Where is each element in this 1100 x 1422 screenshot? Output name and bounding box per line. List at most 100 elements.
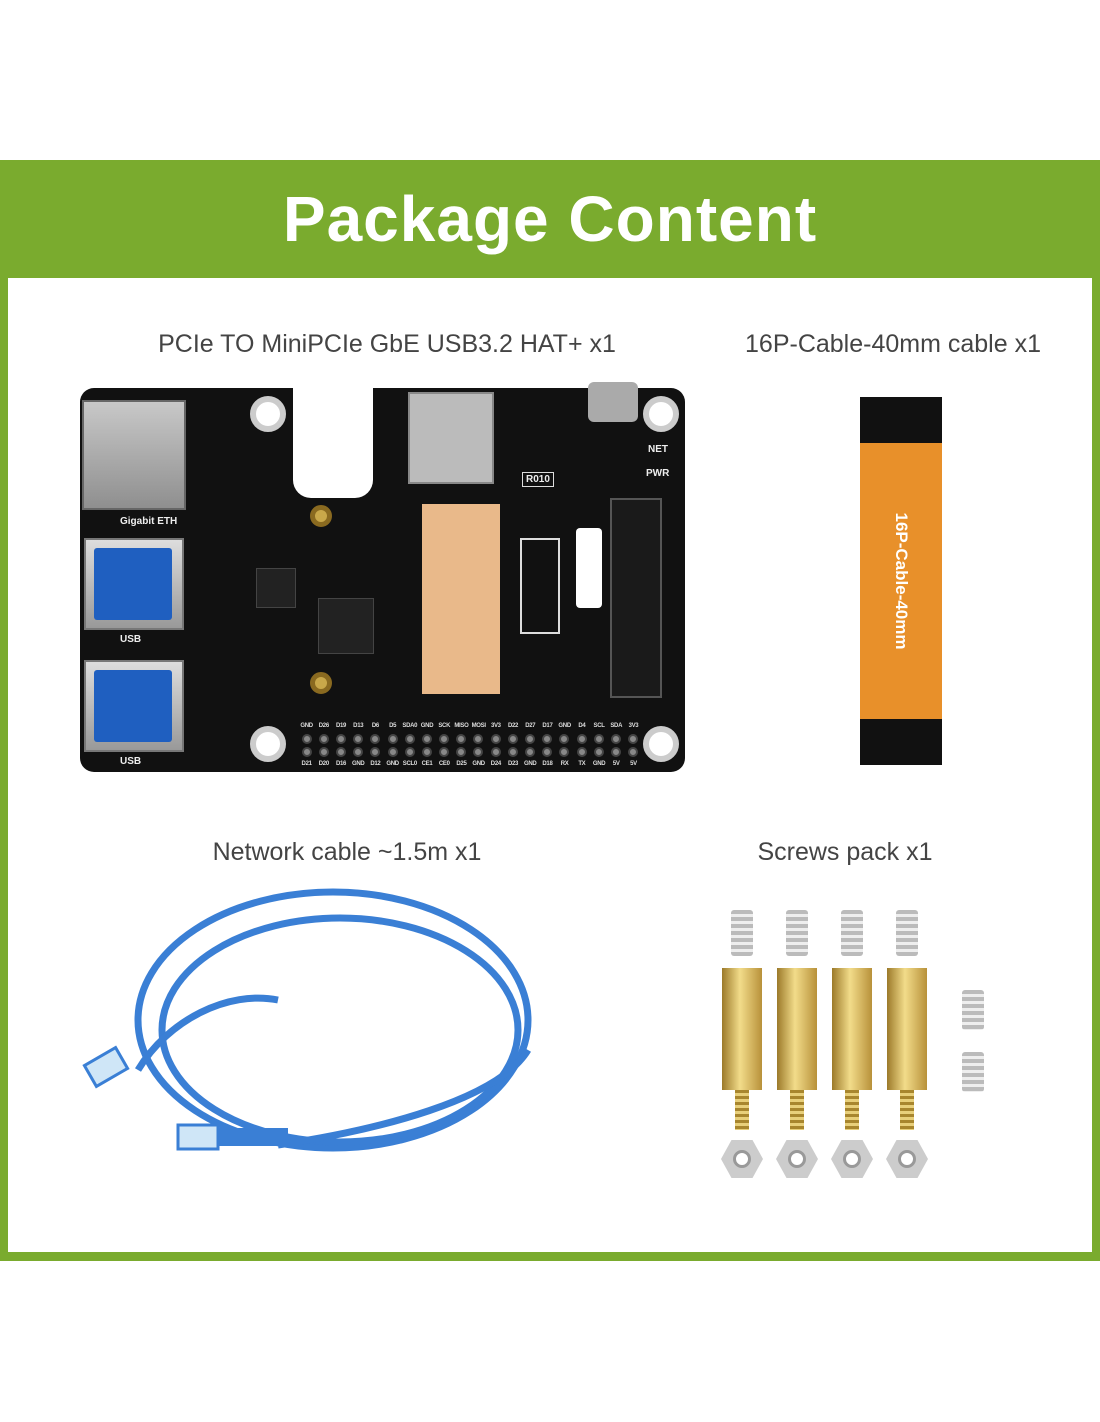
sim-slot <box>408 392 494 484</box>
pin-label: RX <box>560 761 569 767</box>
gpio-pin <box>507 747 518 757</box>
pin-label: GND <box>558 723 571 729</box>
pin-label: D6 <box>371 723 379 729</box>
gpio-pin <box>576 734 587 744</box>
item-label-screws: Screws pack x1 <box>757 838 933 866</box>
minipcie-pad <box>422 504 500 694</box>
hex-nut <box>776 1140 818 1178</box>
pin-label: D26 <box>318 723 329 729</box>
pin-label: 5V <box>630 761 637 767</box>
ffc-cable-image: 16P-Cable-40mm <box>860 397 942 765</box>
pin-label: D16 <box>335 761 347 767</box>
page-title: Package Content <box>282 183 818 255</box>
gpio-pin <box>628 747 639 757</box>
nut-hole <box>843 1150 861 1168</box>
pin-label: D5 <box>389 723 397 729</box>
pin-label: GND <box>420 723 434 729</box>
silk-r010: R010 <box>522 472 554 487</box>
usb-port-1 <box>84 538 184 630</box>
silk-usb-1: USB <box>120 634 142 645</box>
pin-label: SCK <box>438 723 451 729</box>
gpio-pin <box>473 734 484 744</box>
gpio-pin <box>576 747 587 757</box>
fpc-cutout <box>576 528 602 608</box>
gpio-pin <box>507 734 518 744</box>
pin-label: CE0 <box>438 761 450 767</box>
screw <box>962 1052 984 1092</box>
pin-label: D27 <box>525 723 536 729</box>
gpio-pin <box>421 747 432 757</box>
gpio-pin <box>387 747 398 757</box>
silk-pwr: PWR <box>646 468 670 479</box>
pin-label: D12 <box>370 761 381 767</box>
pin-label: SCL <box>593 723 605 729</box>
pin-label: GND <box>524 761 537 767</box>
cable-loop <box>158 914 522 1146</box>
chip <box>256 568 296 608</box>
pin-label: SCL0 <box>402 761 417 767</box>
pin-label: GND <box>592 761 606 767</box>
pin-label: MISO <box>454 723 469 729</box>
usb-c-port <box>588 382 638 422</box>
cable-print: 16P-Cable-40mm <box>892 512 911 650</box>
package-frame: Package Content PCIe TO MiniPCIe GbE USB… <box>0 160 1100 1261</box>
pin-label: TX <box>578 761 586 767</box>
brass-standoff <box>777 968 817 1090</box>
gpio-pin <box>542 734 553 744</box>
pin-label: 5V <box>612 761 620 767</box>
gpio-pin <box>490 734 501 744</box>
mount-hole <box>250 726 286 762</box>
pin-label: D22 <box>507 723 519 729</box>
pin-row <box>298 747 642 757</box>
screw <box>841 910 863 956</box>
gpio-pin <box>542 747 553 757</box>
pin-label: 3V3 <box>628 723 639 729</box>
cable-loop <box>134 888 532 1152</box>
gpio-pin <box>525 747 536 757</box>
screw <box>786 910 808 956</box>
gpio-pin <box>335 747 346 757</box>
mount-hole <box>643 726 679 762</box>
standoff-pad <box>310 505 332 527</box>
gpio-pin <box>525 734 536 744</box>
pin-label: CE1 <box>421 761 433 767</box>
gpio-pin <box>301 747 312 757</box>
cable-end <box>860 719 942 765</box>
pin-label: D24 <box>490 761 501 767</box>
mount-hole <box>643 396 679 432</box>
brass-standoff <box>832 968 872 1090</box>
standoff-thread <box>900 1090 914 1130</box>
pin-label: GND <box>386 761 399 767</box>
gpio-pin <box>404 734 415 744</box>
cable-lead <box>277 1048 531 1149</box>
pin-label: SDA <box>610 723 623 729</box>
content-panel: PCIe TO MiniPCIe GbE USB3.2 HAT+ x1 16P-… <box>8 278 1092 1252</box>
hex-nut <box>721 1140 763 1178</box>
silk-net: NET <box>648 444 668 455</box>
gpio-pin <box>593 747 604 757</box>
gpio-pin <box>318 734 329 744</box>
pin-label: 3V3 <box>490 723 501 729</box>
pin-label: D21 <box>301 761 312 767</box>
standoff-pad <box>310 672 332 694</box>
silk-eth: Gigabit ETH <box>120 516 178 527</box>
gpio-pin <box>439 734 450 744</box>
rj45-plug-1 <box>82 1045 130 1089</box>
gpio-pin <box>353 734 364 744</box>
pin-label: D20 <box>318 761 329 767</box>
gpio-pin <box>421 734 432 744</box>
screw <box>962 990 984 1030</box>
hex-nut <box>831 1140 873 1178</box>
pin-label: D18 <box>542 761 553 767</box>
item-label-ffc-cable: 16P-Cable-40mm cable x1 <box>745 330 1041 358</box>
gpio-pin <box>610 734 621 744</box>
nut-hole <box>733 1150 751 1168</box>
standoff-thread <box>845 1090 859 1130</box>
pin-label: D25 <box>456 761 467 767</box>
pin-label: D13 <box>353 723 364 729</box>
gpio-pin <box>439 747 450 757</box>
nut-hole <box>788 1150 806 1168</box>
pin-row <box>298 734 642 744</box>
